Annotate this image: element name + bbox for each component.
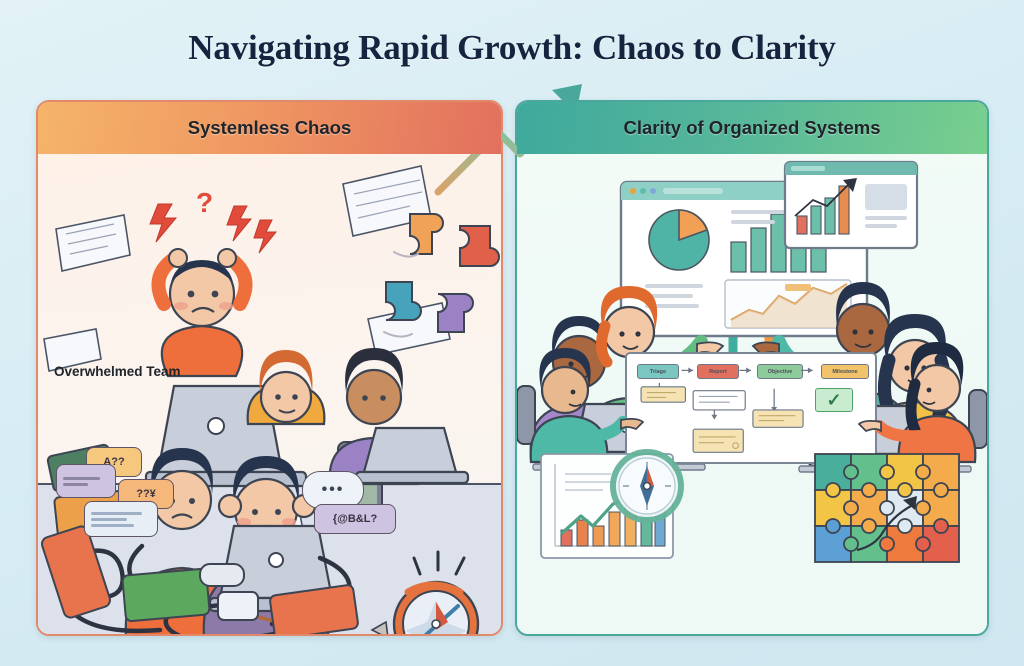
flow-step-0-label: Triage	[649, 368, 667, 375]
page-title: Navigating Rapid Growth: Chaos to Clarit…	[188, 28, 836, 67]
growth-chart-compass-widget	[540, 449, 684, 559]
flow-step-3-label: Milestone	[832, 368, 858, 375]
workflow-checkmark: ✓	[815, 388, 853, 412]
speech-bubble-lines-2	[84, 501, 158, 537]
flow-step-2: Objective	[757, 364, 803, 379]
workflow-whiteboard: Triage Report Objective Milestone	[625, 352, 877, 464]
svg-text:?: ?	[196, 187, 213, 218]
flow-step-3: Milestone	[821, 364, 869, 379]
check-icon: ✓	[826, 389, 842, 410]
panel-right-body: Triage Report Objective Milestone	[517, 154, 987, 634]
panel-systemless-chaos: Systemless Chaos	[36, 100, 503, 636]
completed-puzzle-widget	[814, 453, 960, 563]
panel-right-header: Clarity of Organized Systems	[517, 102, 987, 154]
speech-bubble-lines-1	[56, 464, 116, 498]
panel-left-header: Systemless Chaos	[38, 102, 501, 154]
speech-bubble-gibberish: {@B&L?	[314, 504, 396, 534]
flow-step-1-label: Report	[709, 368, 727, 375]
flow-step-2-label: Objective	[767, 368, 793, 375]
chaos-illustration: ?	[38, 165, 501, 634]
flow-step-1: Report	[697, 364, 739, 379]
workflow-arrows	[640, 367, 813, 453]
panel-left-body: ?	[38, 154, 501, 634]
overwhelmed-team-label: Overwhelmed Team	[54, 364, 181, 379]
flow-step-0: Triage	[637, 364, 679, 379]
panel-clarity-organized-systems: Clarity of Organized Systems	[515, 100, 989, 636]
